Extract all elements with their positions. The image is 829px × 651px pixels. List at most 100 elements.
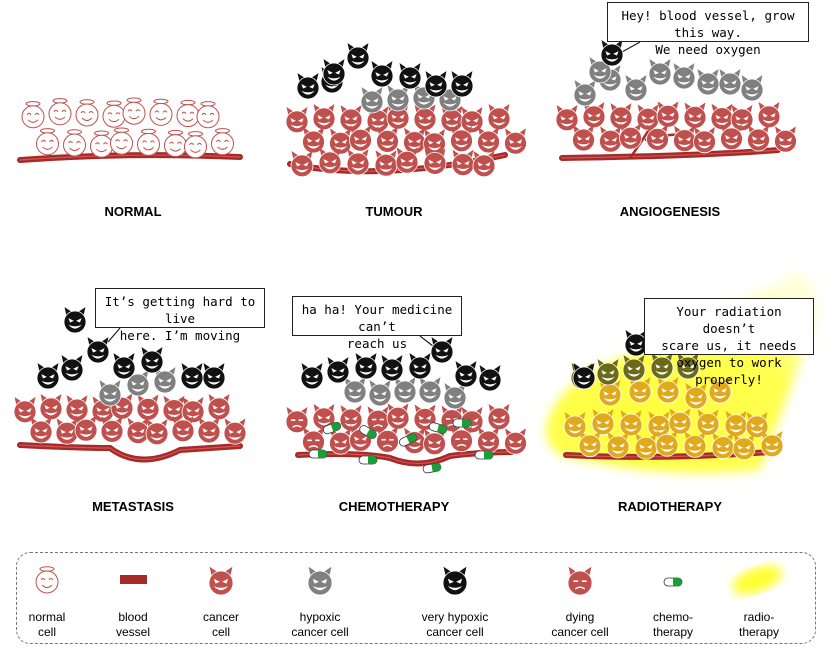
chemotherapy-pill xyxy=(359,425,377,439)
cancer-cell xyxy=(376,126,399,153)
cancer-cell xyxy=(374,150,398,177)
normal-cell xyxy=(36,128,59,156)
irradiated-cancer-cell xyxy=(578,430,602,458)
irradiated-cancer-cell xyxy=(655,430,679,457)
normal-cell xyxy=(137,128,160,156)
irradiated-cancer-cell xyxy=(760,430,784,458)
normal-cell xyxy=(122,97,146,125)
cancer-cell xyxy=(747,125,770,152)
cancer-cell xyxy=(599,126,622,153)
very-hypoxic-cancer-cell xyxy=(398,63,422,90)
dying-cancer-cell xyxy=(302,427,325,454)
very-hypoxic-cancer-cell xyxy=(326,357,350,384)
cancer-cell xyxy=(673,125,696,153)
cancer-cell xyxy=(720,123,743,151)
very-hypoxic-cancer-cell xyxy=(86,337,110,364)
hypoxic-cancer-cell xyxy=(573,80,597,107)
cancer-cell xyxy=(339,405,363,432)
cancer-cell xyxy=(39,393,63,421)
dying-cancer-cell xyxy=(285,406,309,434)
cancer-cell xyxy=(145,418,169,446)
cancer-cell xyxy=(346,149,370,176)
very-hypoxic-cancer-cell xyxy=(36,363,60,390)
cancer-cell xyxy=(302,127,325,154)
legend-label-radiotherapy: radio- therapy xyxy=(738,610,780,639)
chemotherapy-pill xyxy=(358,455,378,465)
cancer-cell xyxy=(312,103,336,131)
cancer-cell xyxy=(386,403,410,430)
chemotherapy-pill xyxy=(422,462,442,474)
legend-label-hypoxic-cell: hypoxic cancer cell xyxy=(291,610,349,639)
chemotherapy-pill xyxy=(399,433,417,447)
chemotherapy-pill xyxy=(308,449,328,459)
very-hypoxic-cancer-cell xyxy=(380,355,404,382)
normal-cell xyxy=(164,129,187,158)
very-hypoxic-cancer-cell-icon xyxy=(442,566,468,596)
cancer-cell xyxy=(197,417,221,444)
very-hypoxic-cancer-cell xyxy=(354,353,378,380)
legend-label-dying-cell: dying cancer cell xyxy=(551,610,609,639)
very-hypoxic-cancer-cell xyxy=(650,353,674,380)
speech-bubble-angiogenesis: Hey! blood vessel, grow this way. We nee… xyxy=(607,2,809,57)
very-hypoxic-cancer-cell xyxy=(430,337,454,364)
cancer-cell xyxy=(440,105,464,132)
dying-cancer-cell xyxy=(366,406,390,433)
very-hypoxic-cancer-cell xyxy=(572,363,596,390)
legend-label-normal-cell: normal cell xyxy=(28,610,66,639)
cancer-cell xyxy=(619,123,642,150)
cancer-cell xyxy=(757,101,781,129)
cancer-cell xyxy=(609,103,633,130)
legend-label-cancer-cell: cancer cell xyxy=(202,610,240,639)
normal-cell xyxy=(21,101,45,129)
normal-cell xyxy=(48,98,72,126)
irradiated-cancer-cell xyxy=(684,383,708,410)
very-hypoxic-cancer-cell xyxy=(478,365,502,392)
cancer-cell xyxy=(339,105,363,132)
irradiated-cancer-cell xyxy=(724,410,748,438)
panel-title-radiotherapy: RADIOTHERAPY xyxy=(617,499,722,514)
very-hypoxic-cancer-cell xyxy=(112,353,136,380)
very-hypoxic-cancer-cell xyxy=(622,355,646,382)
cancer-cell xyxy=(100,416,124,443)
very-hypoxic-cancer-cell xyxy=(180,363,204,390)
cancer-cell-icon xyxy=(208,566,234,596)
chemotherapy-pill xyxy=(428,422,448,434)
irradiated-cancer-cell xyxy=(634,433,658,460)
bubble-tail xyxy=(621,41,641,53)
cancer-cell xyxy=(477,427,500,454)
hypoxic-cancer-cell xyxy=(98,380,122,407)
hypoxic-cancer-cell-icon xyxy=(307,566,333,596)
chemotherapy-pill xyxy=(474,450,494,460)
cancer-cell xyxy=(487,103,511,131)
very-hypoxic-cancer-cell xyxy=(454,361,478,388)
hypoxic-cancer-cell xyxy=(343,377,367,404)
cancer-cell xyxy=(646,124,669,151)
legend-label-very-hypoxic-cell: very hypoxic cancer cell xyxy=(421,610,489,639)
irradiated-cancer-cell xyxy=(591,408,615,436)
hypoxic-cancer-cell xyxy=(443,383,467,410)
cancer-cell xyxy=(29,417,53,444)
very-hypoxic-cancer-cell xyxy=(624,330,648,357)
very-hypoxic-cancer-cell xyxy=(450,71,474,98)
very-hypoxic-cancer-cell xyxy=(60,355,84,382)
panel-title-normal: NORMAL xyxy=(104,204,162,219)
irradiated-cancer-cell xyxy=(619,410,643,437)
cancer-cell xyxy=(730,104,754,132)
cancer-cell xyxy=(290,150,314,178)
normal-cell xyxy=(63,129,86,157)
very-hypoxic-cancer-cell xyxy=(63,307,87,334)
irradiated-cancer-cell xyxy=(711,432,735,460)
cancer-cell xyxy=(460,106,484,134)
cancer-cell xyxy=(318,147,342,175)
panel-title-metastasis: METASTASIS xyxy=(92,499,174,514)
chemotherapy-pill xyxy=(452,418,472,428)
irradiated-cancer-cell xyxy=(683,431,707,458)
chemotherapy-pill-icon xyxy=(663,577,683,587)
dying-cancer-cell-icon xyxy=(567,566,593,596)
cancer-cell xyxy=(423,428,446,456)
normal-cell xyxy=(196,101,220,129)
very-hypoxic-cancer-cell xyxy=(600,40,624,67)
legend-box xyxy=(16,552,816,644)
hypoxic-cancer-cell xyxy=(624,75,648,102)
